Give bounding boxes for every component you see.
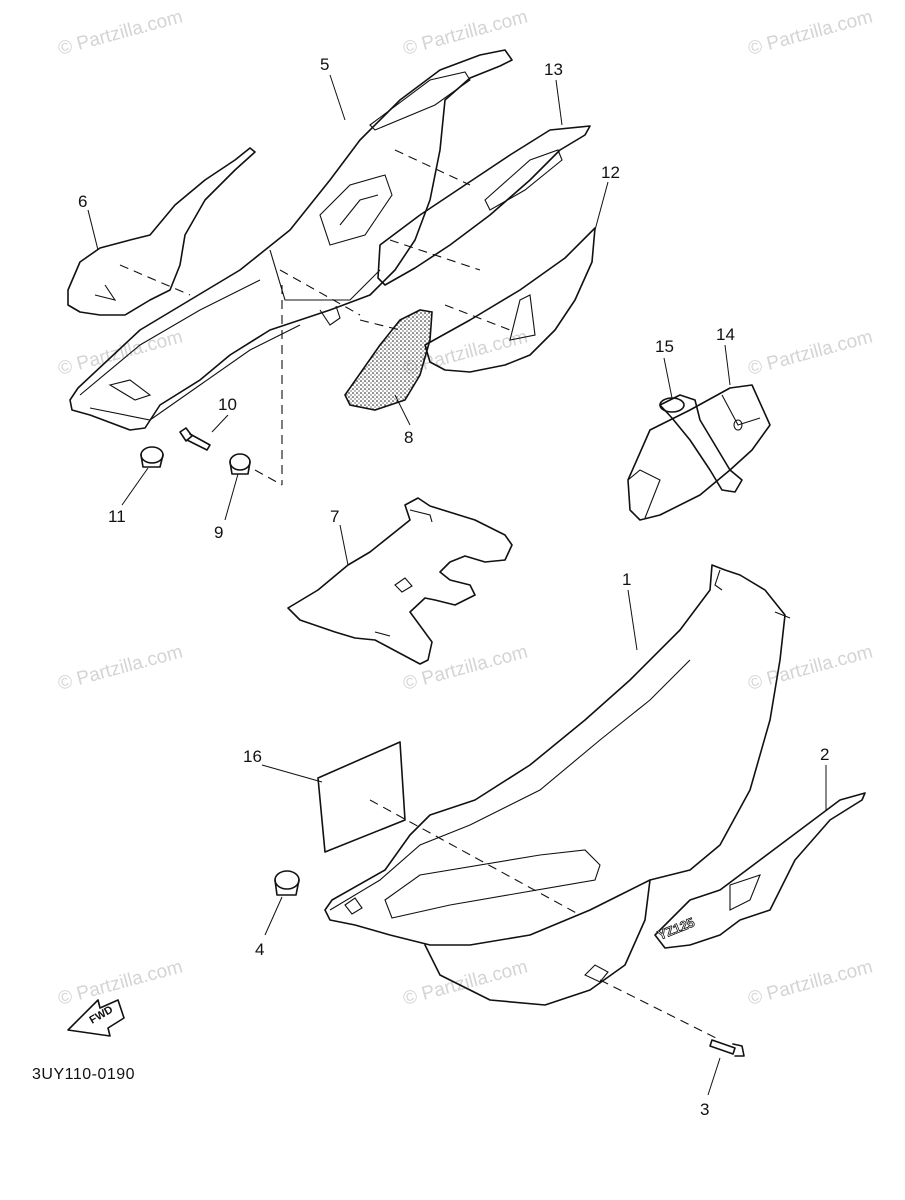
diagram-code: 3UY110-0190 xyxy=(32,1066,136,1083)
callout-16: 16 xyxy=(243,747,262,766)
part-5-side-cover-upper xyxy=(69,49,513,431)
assembly-lines xyxy=(119,149,721,1041)
part-14-tool-bag xyxy=(627,384,771,521)
part-16-label xyxy=(317,741,406,853)
watermark: © Partzilla.com xyxy=(746,6,875,59)
part-13-inner-panel xyxy=(377,125,591,286)
part-7-plate xyxy=(287,497,513,665)
callout-8: 8 xyxy=(404,428,413,447)
callout-labels: 5 13 12 6 8 10 11 9 7 1 16 2 4 3 14 15 xyxy=(78,55,829,1119)
watermark: © Partzilla.com xyxy=(56,641,185,694)
part-11-grommet xyxy=(140,446,164,468)
part-8-sponge-pad xyxy=(344,309,433,411)
callout-4: 4 xyxy=(255,940,264,959)
callout-10: 10 xyxy=(218,395,237,414)
callout-2: 2 xyxy=(820,745,829,764)
part-3-bolt xyxy=(709,1039,745,1057)
watermark: © Partzilla.com xyxy=(401,6,530,59)
callout-12: 12 xyxy=(601,163,620,182)
part-12-side-panel xyxy=(424,227,596,373)
leader-lines xyxy=(87,74,827,1096)
watermark: © Partzilla.com xyxy=(401,641,530,694)
part-4-grommet xyxy=(274,870,300,896)
watermark: © Partzilla.com xyxy=(746,326,875,379)
part-1-main-side-cover xyxy=(324,564,791,1006)
callout-5: 5 xyxy=(320,55,329,74)
callout-1: 1 xyxy=(622,570,631,589)
callout-13: 13 xyxy=(544,60,563,79)
callout-15: 15 xyxy=(655,337,674,356)
callout-3: 3 xyxy=(700,1100,709,1119)
callout-11: 11 xyxy=(108,507,126,526)
part-10-bolt xyxy=(179,427,211,451)
watermark: © Partzilla.com xyxy=(746,956,875,1009)
callout-9: 9 xyxy=(214,523,223,542)
watermark: © Partzilla.com xyxy=(746,641,875,694)
watermark: © Partzilla.com xyxy=(56,956,185,1009)
watermark: © Partzilla.com xyxy=(56,6,185,59)
watermark: © Partzilla.com xyxy=(56,326,185,379)
callout-14: 14 xyxy=(716,325,735,344)
callout-7: 7 xyxy=(330,507,339,526)
decal-logo-text: YZ125 xyxy=(656,915,697,943)
part-9-collar xyxy=(229,453,251,475)
watermark-layer: © Partzilla.com © Partzilla.com © Partzi… xyxy=(56,6,875,1009)
part-6-decal xyxy=(67,147,256,316)
callout-6: 6 xyxy=(78,192,87,211)
